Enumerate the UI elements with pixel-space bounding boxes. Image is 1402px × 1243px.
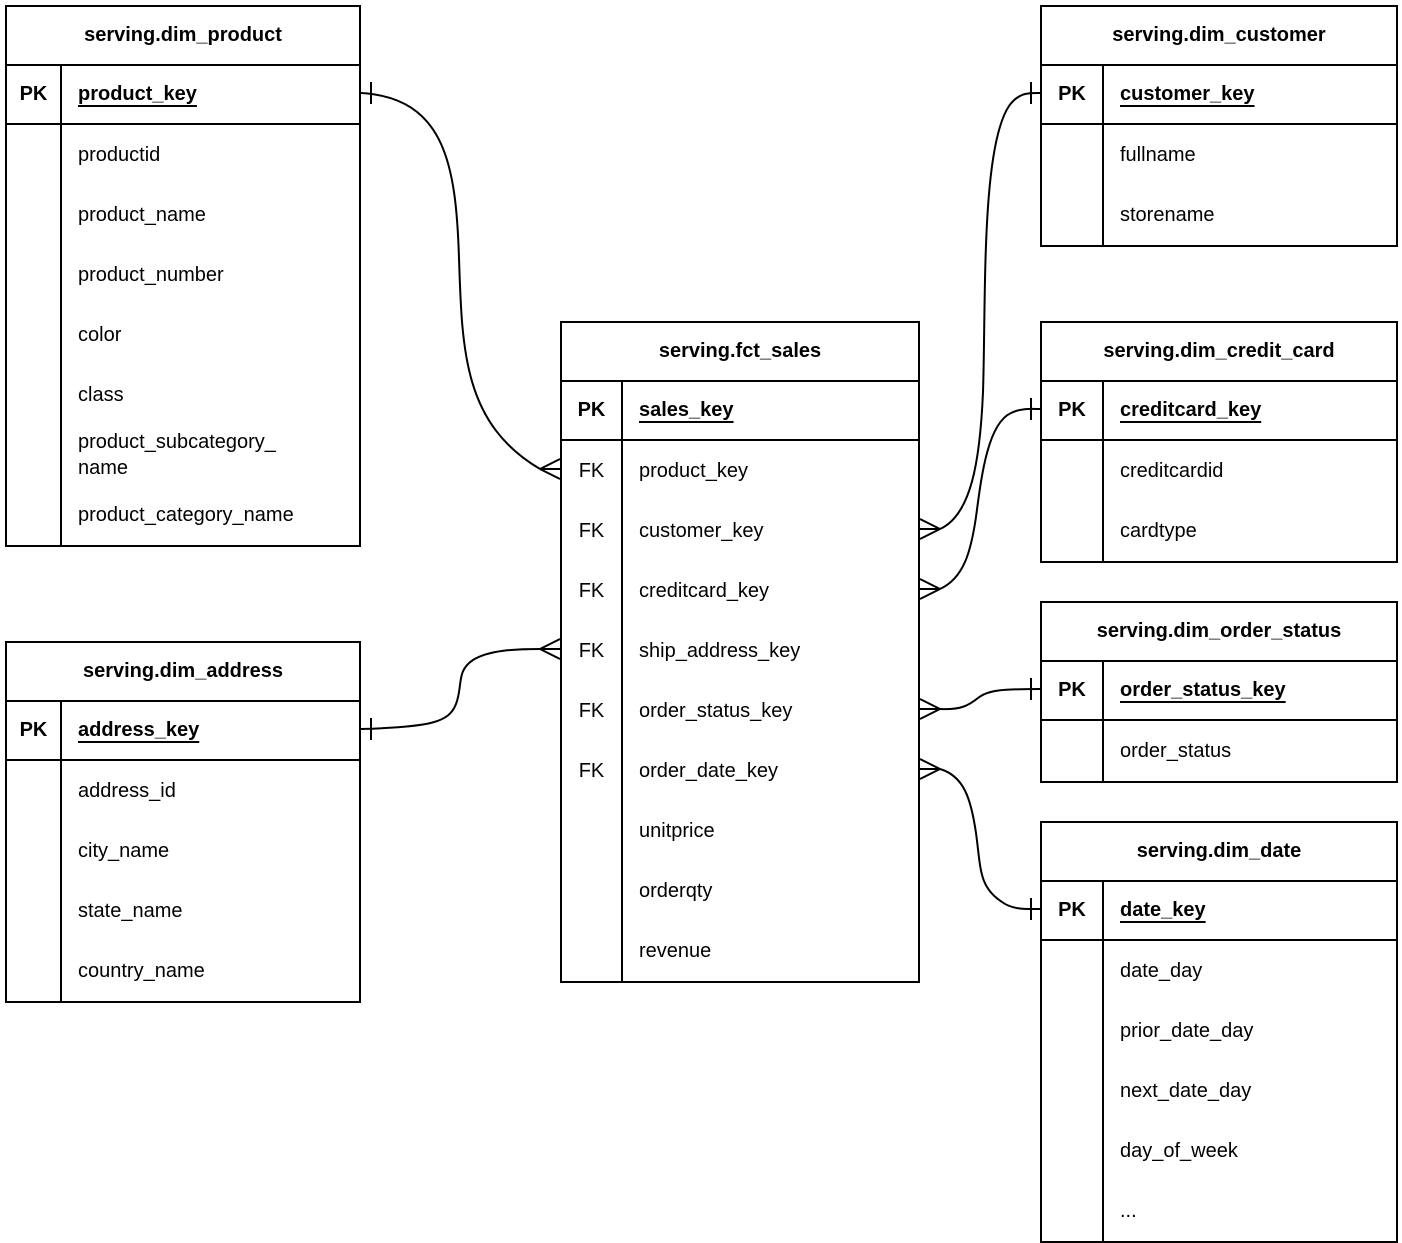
column-name: orderqty: [639, 880, 713, 902]
pk-label: PK: [1042, 66, 1102, 125]
fk-column-name: ship_address_key: [639, 640, 801, 662]
field-column: creditcard_key creditcardid cardtype: [1104, 382, 1396, 561]
column-name: address_id: [78, 780, 176, 802]
pk-label: PK: [1042, 382, 1102, 441]
pk-column-name: address_key: [78, 719, 200, 741]
crow-foot-many-marker: [919, 518, 941, 540]
entity-dim-product[interactable]: serving.dim_product PK product_key produ…: [5, 5, 361, 547]
relationship-fct-sales-product-key-to-dim-product[interactable]: [360, 82, 561, 480]
pk-column-name: creditcard_key: [1120, 399, 1262, 421]
column-name: storename: [1120, 204, 1215, 226]
pk-label: PK: [7, 702, 60, 761]
column-name: revenue: [639, 940, 712, 962]
pk-column-name: product_key: [78, 83, 197, 105]
entity-title: serving.dim_date: [1042, 823, 1396, 882]
pk-label: PK: [562, 382, 621, 441]
entity-title: serving.dim_address: [7, 643, 359, 702]
pk-column-name: sales_key: [639, 399, 734, 421]
column-name: unitprice: [639, 820, 715, 842]
fk-label: FK: [578, 579, 605, 602]
entity-title: serving.fct_sales: [562, 323, 918, 382]
connector-line: [939, 688, 1041, 711]
fk-column-name: customer_key: [639, 520, 764, 542]
column-name: fullname: [1120, 144, 1196, 166]
column-name: state_name: [78, 900, 183, 922]
key-column: PK: [1042, 882, 1104, 1241]
entity-title: serving.dim_product: [7, 7, 359, 66]
column-name: product_number: [78, 264, 224, 286]
entity-dim-address[interactable]: serving.dim_address PK address_key addre…: [5, 641, 361, 1003]
column-name: ...: [1120, 1200, 1137, 1222]
column-name: cardtype: [1120, 520, 1197, 542]
pk-label: PK: [1042, 662, 1102, 721]
entity-title: serving.dim_order_status: [1042, 603, 1396, 662]
fk-column-name: order_date_key: [639, 760, 778, 782]
connector-line: [360, 648, 541, 730]
relationship-fct-sales-customer-key-to-dim-customer[interactable]: [919, 82, 1041, 540]
column-name: product_name: [78, 204, 206, 226]
key-column: PK FK FK FK FK FK FK: [562, 382, 623, 981]
field-column: address_key address_id city_name state_n…: [62, 702, 359, 1001]
relationship-fct-sales-creditcard-key-to-dim-credit-card[interactable]: [919, 398, 1041, 600]
field-column: date_key date_day prior_date_day next_da…: [1104, 882, 1396, 1241]
column-name: prior_date_day: [1120, 1020, 1254, 1042]
fk-column-name: creditcard_key: [639, 580, 770, 602]
column-name: city_name: [78, 840, 170, 862]
fk-label: FK: [578, 759, 605, 782]
entity-fct-sales[interactable]: serving.fct_sales PK FK FK FK FK FK FK s…: [560, 321, 920, 983]
crow-foot-many-marker: [919, 758, 941, 780]
fk-label: FK: [578, 699, 605, 722]
connector-line: [360, 92, 541, 470]
entity-dim-order-status[interactable]: serving.dim_order_status PK order_status…: [1040, 601, 1398, 783]
column-name: product_category_name: [78, 504, 294, 526]
column-name: productid: [78, 144, 161, 166]
key-column: PK: [1042, 66, 1104, 245]
fk-column-name: product_key: [639, 460, 748, 482]
field-column: order_status_key order_status: [1104, 662, 1396, 781]
key-column: PK: [1042, 662, 1104, 781]
entity-title: serving.dim_credit_card: [1042, 323, 1396, 382]
entity-title: serving.dim_customer: [1042, 7, 1396, 66]
field-column: product_key productid product_name produ…: [62, 66, 359, 545]
pk-column-name: order_status_key: [1120, 679, 1286, 701]
connector-line: [939, 91, 1041, 530]
pk-label: PK: [7, 66, 60, 125]
key-column: PK: [1042, 382, 1104, 561]
entity-dim-date[interactable]: serving.dim_date PK date_key date_day pr…: [1040, 821, 1398, 1243]
relationship-fct-sales-ship-address-key-to-dim-address[interactable]: [360, 638, 561, 740]
fk-label: FK: [578, 519, 605, 542]
crow-foot-many-marker: [539, 638, 561, 660]
fk-label: FK: [578, 639, 605, 662]
crow-foot-many-marker: [919, 578, 941, 600]
field-column: customer_key fullname storename: [1104, 66, 1396, 245]
pk-column-name: date_key: [1120, 899, 1206, 921]
column-name: country_name: [78, 960, 205, 982]
relationship-fct-sales-order-date-key-to-dim-date[interactable]: [919, 758, 1041, 920]
relationship-fct-sales-order-status-key-to-dim-order-status[interactable]: [919, 678, 1041, 720]
column-name: product_subcategory_ name: [78, 431, 276, 479]
connector-line: [939, 768, 1041, 911]
column-name: date_day: [1120, 960, 1203, 982]
key-column: PK: [7, 66, 62, 545]
column-name: day_of_week: [1120, 1140, 1238, 1162]
fk-label: FK: [578, 459, 605, 482]
column-name: creditcardid: [1120, 460, 1224, 482]
crow-foot-many-marker: [539, 458, 561, 480]
pk-column-name: customer_key: [1120, 83, 1255, 105]
fk-column-name: order_status_key: [639, 700, 793, 722]
column-name: next_date_day: [1120, 1080, 1252, 1102]
entity-dim-credit-card[interactable]: serving.dim_credit_card PK creditcard_ke…: [1040, 321, 1398, 563]
connector-line: [939, 407, 1041, 590]
entity-dim-customer[interactable]: serving.dim_customer PK customer_key ful…: [1040, 5, 1398, 247]
column-name: class: [78, 384, 124, 406]
field-column: sales_key product_key customer_key credi…: [623, 382, 918, 981]
column-name: order_status: [1120, 740, 1232, 762]
pk-label: PK: [1042, 882, 1102, 941]
key-column: PK: [7, 702, 62, 1001]
crow-foot-many-marker: [919, 698, 941, 720]
column-name: color: [78, 324, 122, 346]
